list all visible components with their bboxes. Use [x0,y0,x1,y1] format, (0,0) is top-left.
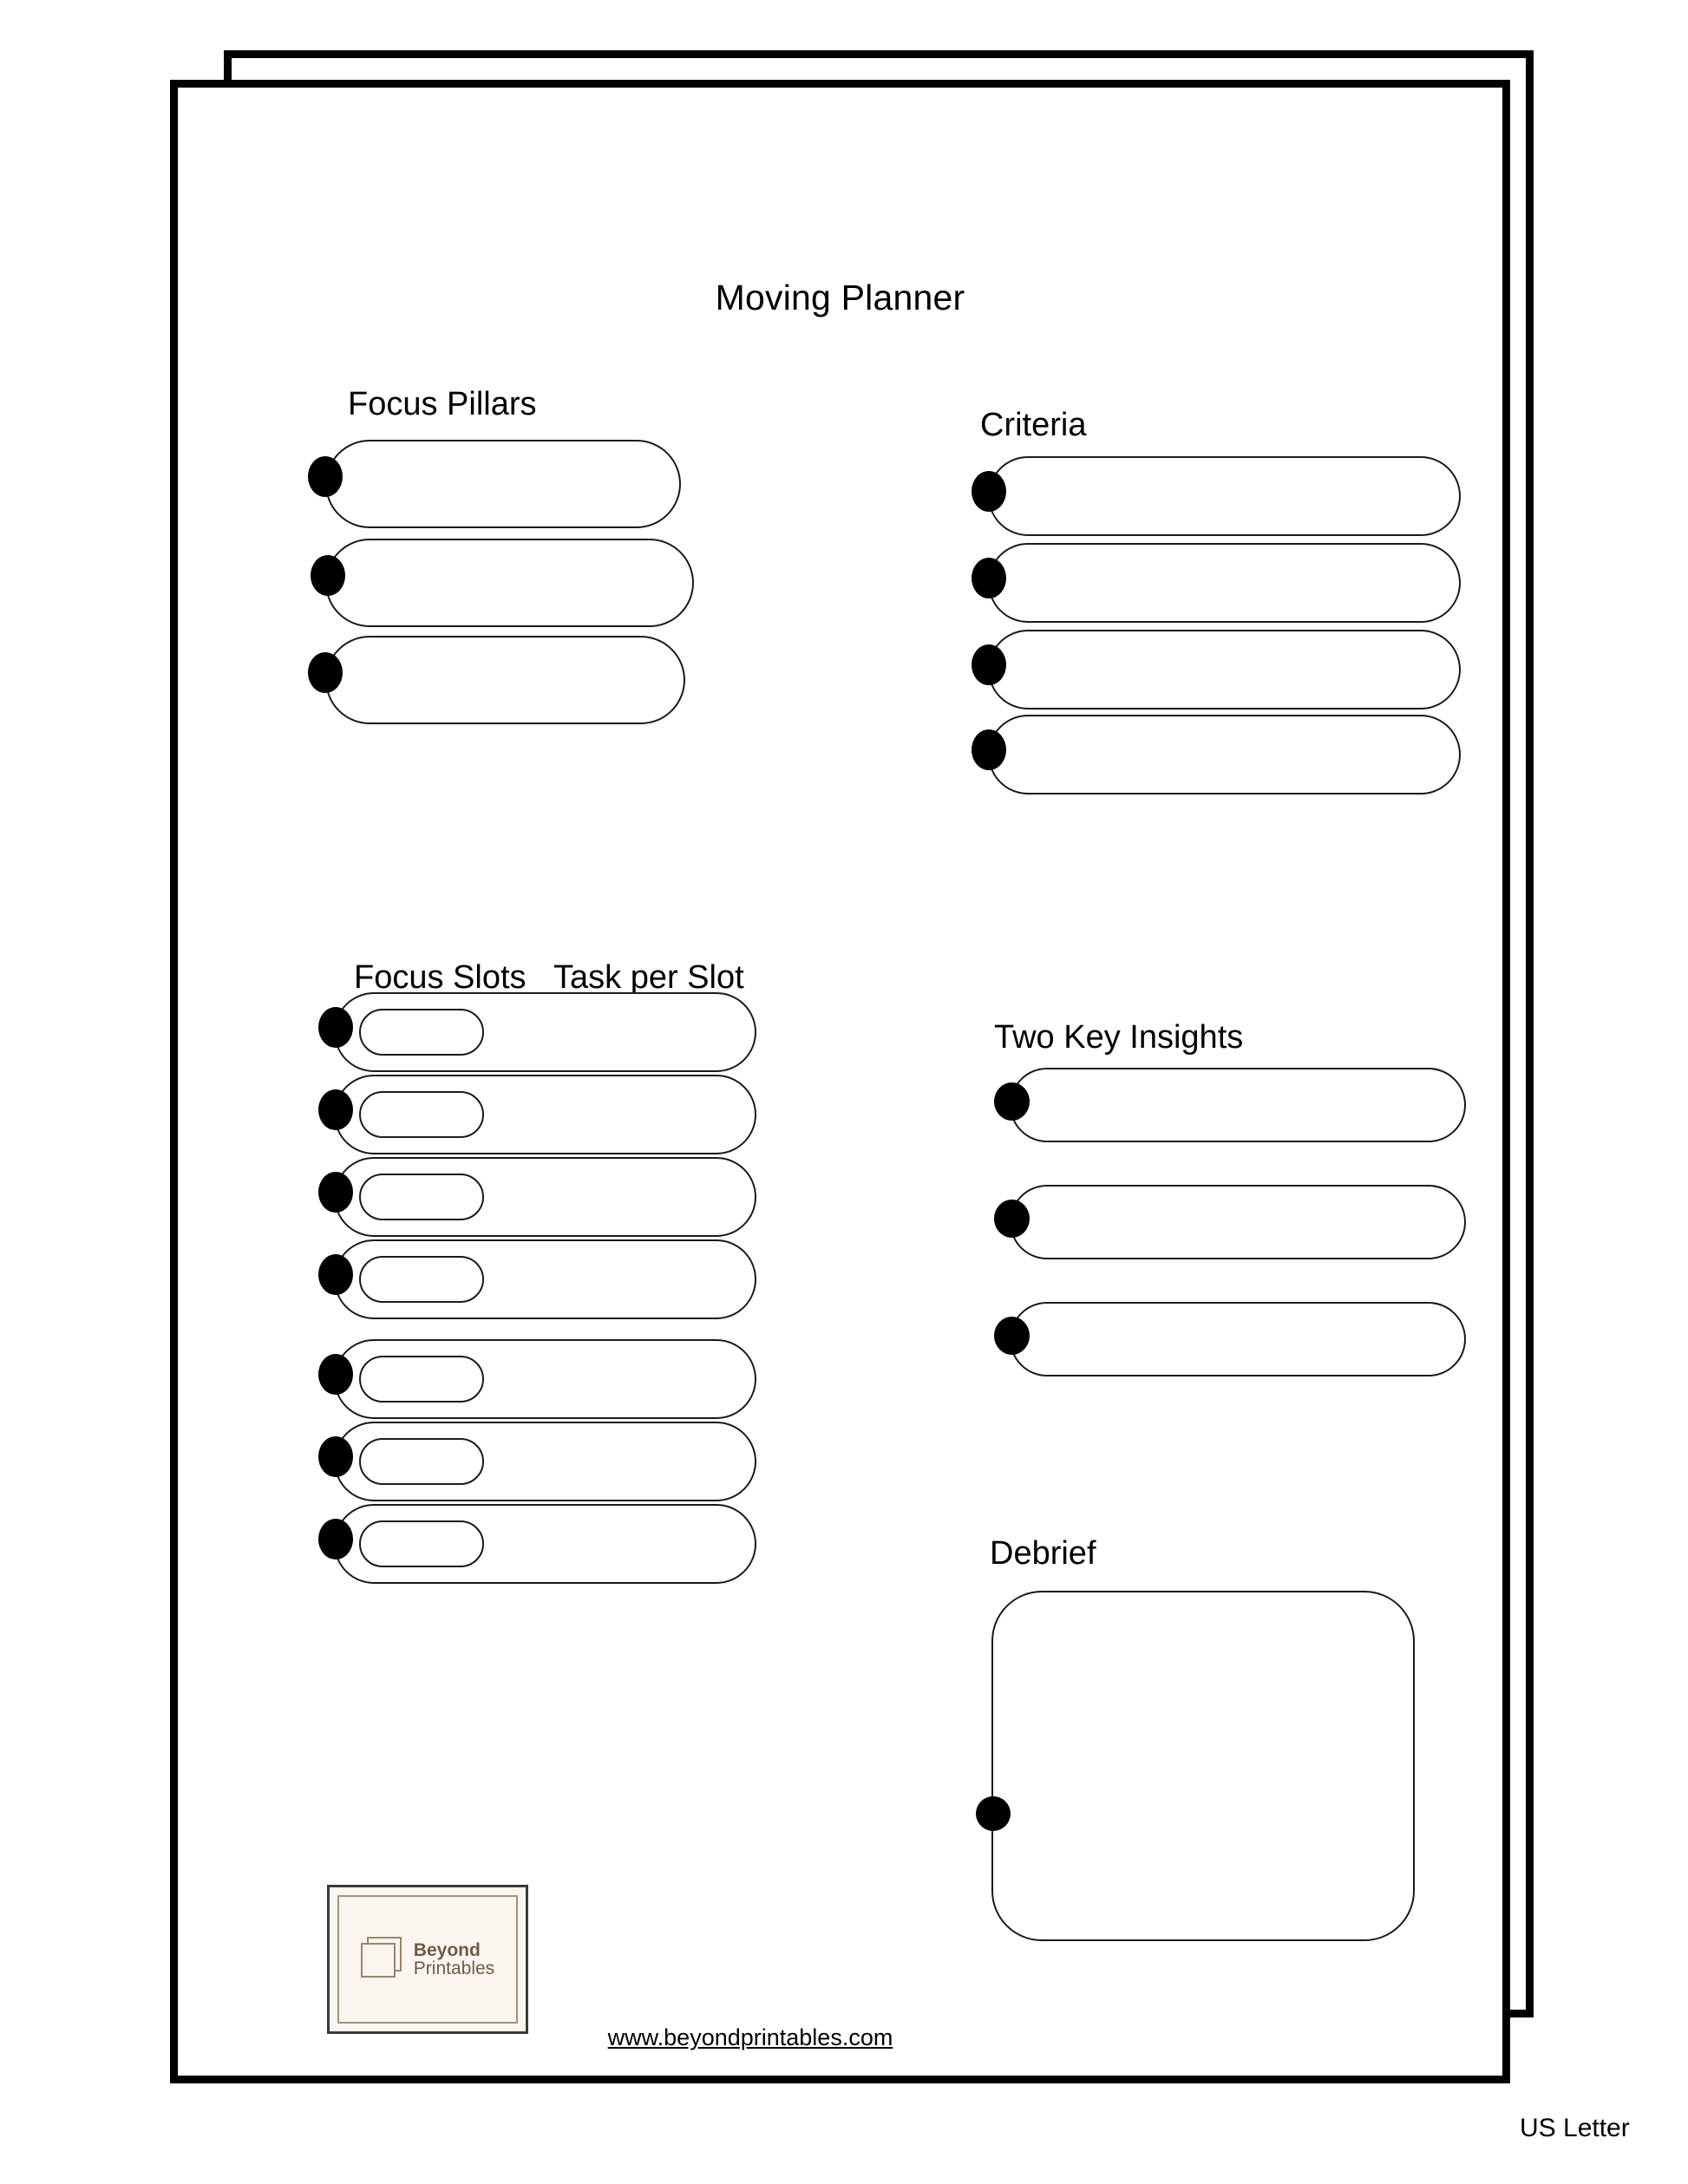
debrief-heading: Debrief [990,1535,1096,1572]
bullet-dot-icon [994,1200,1030,1238]
task-per-slot-heading: Task per Slot [553,959,744,996]
focus-slot-input-1[interactable] [359,1009,484,1056]
focus-slot-input-3[interactable] [359,1174,484,1220]
criteria-heading: Criteria [980,407,1087,443]
bullet-dot-icon [311,555,345,596]
focus-pillars-row-1[interactable] [325,440,681,528]
stacked-pages-icon [360,1937,406,1982]
brand-line-1: Beyond [413,1939,481,1960]
bullet-dot-icon [972,471,1006,512]
focus-pillars-row-2[interactable] [325,539,694,627]
focus-slot-input-6[interactable] [359,1438,484,1485]
bullet-dot-icon [318,1254,353,1295]
brand-wordmark: Beyond Printables [413,1939,495,1978]
bullet-dot-icon [318,1436,353,1477]
bullet-dot-icon [308,456,343,497]
brand-line-2: Printables [413,1958,495,1978]
bullet-dot-icon [994,1082,1030,1121]
site-url-link[interactable]: www.beyondprintables.com [607,2024,893,2050]
focus-slot-input-4[interactable] [359,1256,484,1303]
criteria-row-1[interactable] [988,456,1461,536]
page-front-sheet: Moving Planner Focus Pillars Criteria Fo… [170,80,1510,2083]
focus-slot-input-2[interactable] [359,1091,484,1138]
debrief-textarea[interactable] [991,1591,1415,1941]
two-key-insights-row-3[interactable] [1010,1302,1466,1376]
focus-slots-heading: Focus Slots [354,959,527,996]
brand-logo-inner-frame: Beyond Printables [337,1895,518,2024]
bullet-dot-icon [976,1796,1011,1831]
focus-pillars-row-3[interactable] [325,636,685,724]
focus-pillars-heading: Focus Pillars [348,386,537,422]
criteria-row-2[interactable] [988,543,1461,623]
page-title: Moving Planner [715,278,965,317]
bullet-dot-icon [972,729,1006,770]
focus-slot-input-7[interactable] [359,1520,484,1567]
brand-logo: Beyond Printables [327,1885,528,2034]
paper-size-label: US Letter [1520,2114,1630,2142]
focus-slot-input-5[interactable] [359,1356,484,1403]
focus-slot-row-5[interactable] [334,1339,756,1419]
page-content-area: Moving Planner Focus Pillars Criteria Fo… [178,88,1502,2076]
bullet-dot-icon [318,1089,353,1130]
criteria-row-3[interactable] [988,630,1461,709]
bullet-dot-icon [318,1007,353,1048]
bullet-dot-icon [972,558,1006,598]
two-key-insights-row-2[interactable] [1010,1185,1466,1259]
two-key-insights-row-1[interactable] [1010,1068,1466,1142]
two-key-insights-heading: Two Key Insights [994,1019,1244,1056]
bullet-dot-icon [318,1519,353,1560]
bullet-dot-icon [308,652,343,693]
bullet-dot-icon [994,1317,1030,1355]
bullet-dot-icon [318,1354,353,1395]
criteria-row-4[interactable] [988,715,1461,794]
bullet-dot-icon [318,1172,353,1213]
bullet-dot-icon [972,644,1006,685]
